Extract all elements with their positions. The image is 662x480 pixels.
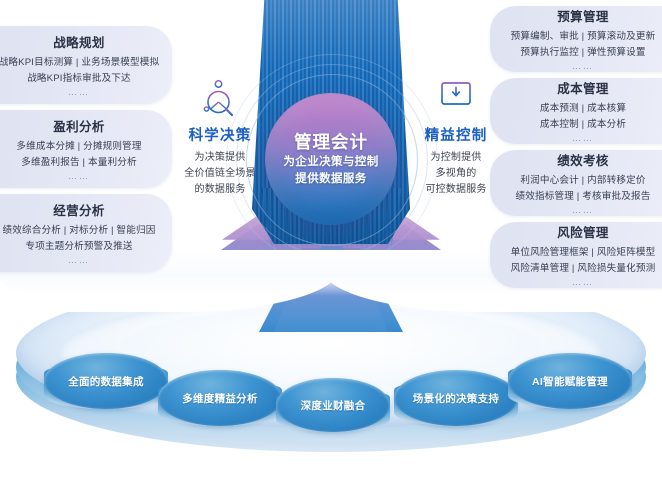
pillar-scientific-decision[interactable]: 科学决策 为决策提供 全价值链全场景 的数据服务 xyxy=(164,76,276,199)
pillar-heading: 精益控制 xyxy=(424,128,488,144)
core-subtitle-1: 为企业决策与控制 xyxy=(283,156,379,169)
core-subtitle-2: 提供数据服务 xyxy=(295,172,367,185)
card-line-2: 战略KPI指标审批及下达 xyxy=(27,72,131,84)
card-ellipsis: …… xyxy=(68,87,90,98)
base-pill-ai-enablement[interactable]: AI智能赋能管理 xyxy=(508,353,632,409)
magnifier-compass-icon xyxy=(164,76,276,120)
card-title: 风险管理 xyxy=(557,226,609,241)
card-title: 经营分析 xyxy=(53,204,105,219)
card-line-2: 成本控制 | 成本分析 xyxy=(539,118,627,130)
card-title: 盈利分析 xyxy=(53,120,105,135)
base-pill-multidimensional-analysis[interactable]: 多维度精益分析 xyxy=(158,370,282,426)
pillar-desc-3: 可控数据服务 xyxy=(425,184,487,196)
base-pill-business-finance-integration[interactable]: 深度业财融合 xyxy=(276,378,390,432)
pill-cap: 全面的数据集成 xyxy=(44,353,168,409)
pillar-desc-3: 的数据服务 xyxy=(194,184,246,196)
card-line-2: 绩效指标管理 | 考核审批及报告 xyxy=(515,190,651,202)
center-core-circle[interactable]: 管理会计 为企业决策与控制 提供数据服务 xyxy=(265,93,397,225)
pillar-lean-control[interactable]: 精益控制 为控制提供 多视角的 可控数据服务 xyxy=(400,76,512,199)
card-risk-management[interactable]: 风险管理 单位风险管理框架 | 风险矩阵模型 风险清单管理 | 风险损失量化预测… xyxy=(490,222,662,288)
card-line-1: 绩效综合分析 | 对标分析 | 智能归因 xyxy=(2,225,156,237)
card-line-1: 多维成本分摊 | 分摊规则管理 xyxy=(16,141,142,153)
pillar-desc-2: 全价值链全场景 xyxy=(184,168,256,180)
card-title: 成本管理 xyxy=(557,82,609,97)
card-line-1: 战略KPI目标测算 | 业务场景模型模拟 xyxy=(0,57,160,69)
card-title: 预算管理 xyxy=(557,10,609,25)
pill-cap: 多维度精益分析 xyxy=(158,370,282,426)
card-budget-management[interactable]: 预算管理 预算编制、审批 | 预算滚动及更新 预算执行监控 | 弹性预算设置 …… xyxy=(490,6,662,72)
base-pill-scenario-decision-support[interactable]: 场景化的决策支持 xyxy=(394,370,518,426)
pillar-desc-1: 为控制提供 xyxy=(430,152,482,163)
card-performance-appraisal[interactable]: 绩效考核 利润中心会计 | 内部转移定价 绩效指标管理 | 考核审批及报告 …… xyxy=(490,150,662,216)
card-ellipsis: …… xyxy=(572,205,594,216)
pillar-desc-2: 多视角的 xyxy=(435,168,477,180)
card-operations-analysis[interactable]: 经营分析 绩效综合分析 | 对标分析 | 智能归因 专项主题分析预警及推送 …… xyxy=(0,194,172,272)
pillar-desc-1: 为决策提供 xyxy=(194,152,246,163)
pill-cap: 场景化的决策支持 xyxy=(394,370,518,426)
pill-cap: AI智能赋能管理 xyxy=(508,353,632,409)
card-ellipsis: …… xyxy=(572,277,594,288)
card-strategic-planning[interactable]: 战略规划 战略KPI目标测算 | 业务场景模型模拟 战略KPI指标审批及下达 …… xyxy=(0,26,172,104)
core-title: 管理会计 xyxy=(294,131,368,152)
card-line-2: 多维盈利报告 | 本量利分析 xyxy=(21,156,137,168)
card-line-1: 单位风险管理框架 | 风险矩阵模型 xyxy=(510,247,656,259)
card-title: 绩效考核 xyxy=(557,154,609,169)
pill-label: 场景化的决策支持 xyxy=(412,392,500,405)
pill-label: AI智能赋能管理 xyxy=(532,375,608,388)
card-cost-management[interactable]: 成本管理 成本预测 | 成本核算 成本控制 | 成本分析 …… xyxy=(490,78,662,144)
pill-label: 全面的数据集成 xyxy=(68,375,144,388)
pill-label: 多维度精益分析 xyxy=(182,392,258,405)
card-line-2: 专项主题分析预警及推送 xyxy=(25,240,133,252)
pill-cap: 深度业财融合 xyxy=(276,378,390,432)
card-ellipsis: …… xyxy=(68,171,90,182)
card-line-2: 风险清单管理 | 风险损失量化预测 xyxy=(510,262,656,274)
card-ellipsis: …… xyxy=(572,133,594,144)
card-title: 战略规划 xyxy=(53,36,105,51)
pill-label: 深度业财融合 xyxy=(300,399,366,412)
card-line-1: 利润中心会计 | 内部转移定价 xyxy=(520,175,646,187)
monitor-download-icon xyxy=(400,76,512,120)
card-line-1: 预算编制、审批 | 预算滚动及更新 xyxy=(510,31,656,43)
pillar-heading: 科学决策 xyxy=(188,128,252,144)
card-ellipsis: …… xyxy=(68,255,90,266)
card-line-2: 预算执行监控 | 弹性预算设置 xyxy=(520,46,646,58)
base-pill-data-integration[interactable]: 全面的数据集成 xyxy=(44,353,168,409)
card-profitability-analysis[interactable]: 盈利分析 多维成本分摊 | 分摊规则管理 多维盈利报告 | 本量利分析 …… xyxy=(0,110,172,188)
card-line-1: 成本预测 | 成本核算 xyxy=(539,103,627,115)
card-ellipsis: …… xyxy=(572,61,594,72)
